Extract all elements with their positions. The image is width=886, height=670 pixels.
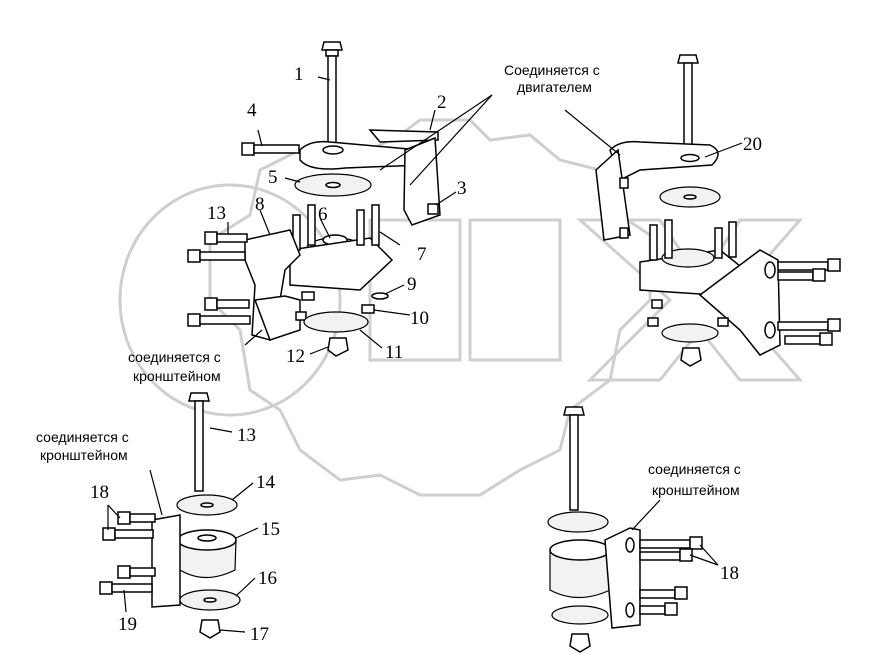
assembly-top-left xyxy=(187,41,493,357)
callout-1: 1 xyxy=(294,64,304,85)
callout-18-left: 18 xyxy=(90,482,109,503)
callout-4: 4 xyxy=(247,100,257,121)
engine-bracket-2 xyxy=(299,129,441,226)
callout-8: 8 xyxy=(255,194,265,215)
engine-bracket-20 xyxy=(595,140,719,241)
washer-11 xyxy=(303,311,369,333)
callout-13-bottom: 13 xyxy=(237,425,256,446)
frame-bracket-lower-left xyxy=(151,514,181,608)
callout-20: 20 xyxy=(743,134,762,155)
rubber-mount-15 xyxy=(177,529,237,579)
caption-bracket-bl-line1: соединяется с xyxy=(36,429,129,445)
bolt-20 xyxy=(677,54,699,149)
callout-6: 6 xyxy=(318,204,328,225)
callout-14: 14 xyxy=(256,472,276,493)
frame-bracket-right xyxy=(698,249,781,356)
caption-bracket-br-line1: соединяется с xyxy=(648,461,741,477)
bolt-1 xyxy=(321,41,343,147)
bolt-13-lower xyxy=(188,392,210,492)
frame-bracket-lower-right xyxy=(604,527,641,629)
washer-lower-right xyxy=(547,511,609,533)
callout-2: 2 xyxy=(437,92,447,113)
washer-5 xyxy=(294,173,372,197)
mount-lower-right xyxy=(549,539,611,599)
captions: Соединяется с двигателем соединяется с к… xyxy=(36,62,741,498)
assembly-bottom-left xyxy=(99,392,259,639)
callout-10: 10 xyxy=(410,308,429,329)
callout-18-right: 18 xyxy=(720,563,739,584)
callout-16: 16 xyxy=(258,568,277,589)
bolt-lower-right xyxy=(563,406,585,511)
nuts-right xyxy=(647,299,729,367)
caption-engine-line1: Соединяется с xyxy=(504,62,600,78)
callout-12: 12 xyxy=(286,346,305,367)
nut-3 xyxy=(427,203,439,215)
nuts-9-10 xyxy=(295,291,389,321)
assembly-top-right xyxy=(564,54,841,367)
callout-15: 15 xyxy=(261,519,280,540)
callout-13-top: 13 xyxy=(207,203,226,224)
caption-bracket-left-line1: соединяется с xyxy=(128,349,221,365)
callout-11: 11 xyxy=(385,342,403,363)
callout-5: 5 xyxy=(268,167,278,188)
callout-17: 17 xyxy=(250,624,269,645)
caption-bracket-left-line2: кронштейном xyxy=(133,368,221,384)
nut-17 xyxy=(199,619,221,639)
caption-bracket-br-line2: кронштейном xyxy=(652,482,740,498)
nut-12 xyxy=(327,337,349,357)
studs-7 xyxy=(292,204,380,251)
bolt-4 xyxy=(241,142,300,156)
mount-plate xyxy=(289,237,394,291)
callout-numbers: 1 2 3 4 5 6 7 8 9 10 11 12 13 13 14 15 1… xyxy=(90,64,762,645)
washer-14 xyxy=(176,494,238,516)
assembly-bottom-right xyxy=(547,406,719,653)
nut-lower-right xyxy=(569,633,591,653)
washer-16 xyxy=(179,589,241,611)
frame-bracket-8 xyxy=(244,229,301,341)
washer-lower-right-bottom xyxy=(551,605,609,625)
callout-9: 9 xyxy=(407,274,417,295)
washer-top-right xyxy=(659,186,721,208)
callout-7: 7 xyxy=(417,244,427,265)
callout-3: 3 xyxy=(457,178,467,199)
bolts-18-19-left xyxy=(99,511,156,595)
bolts-18-right xyxy=(639,536,703,616)
caption-bracket-bl-line2: кронштейном xyxy=(40,447,128,463)
bolts-13 xyxy=(187,231,251,327)
bolts-right xyxy=(777,258,841,346)
callout-19: 19 xyxy=(118,614,137,635)
caption-engine-line2: двигателем xyxy=(517,79,592,95)
